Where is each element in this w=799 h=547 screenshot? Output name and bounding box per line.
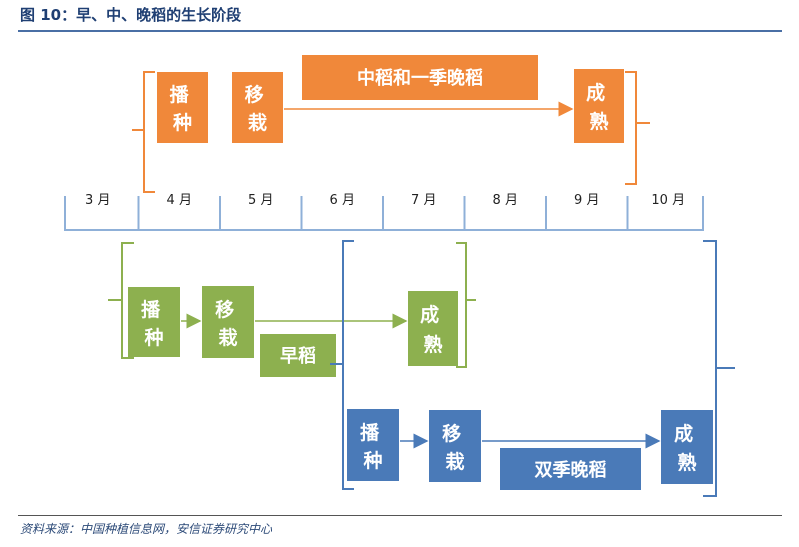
orange-mature-char-2: 熟	[589, 110, 608, 133]
green-group: 播 种 移 栽 早稻 成 熟	[108, 242, 476, 377]
blue-sow-char-1: 播	[360, 422, 380, 444]
orange-mature-box	[574, 69, 624, 143]
orange-right-bracket	[625, 71, 650, 185]
blue-group: 播 种 移 栽 双季晚稻 成 熟	[330, 240, 735, 497]
blue-transplant-text: 移 栽	[442, 422, 468, 473]
orange-label-box	[302, 55, 538, 100]
green-mature-text: 成 熟	[420, 303, 446, 356]
blue-transplant-char-1: 移	[442, 422, 461, 445]
orange-mature-char-1: 成	[586, 81, 605, 104]
month-label: 9 月	[574, 193, 599, 208]
orange-sow-box	[157, 72, 208, 143]
blue-right-bracket	[703, 240, 735, 497]
green-label-box	[260, 334, 336, 377]
green-left-bracket	[108, 242, 134, 359]
orange-transplant-text: 移 栽	[245, 83, 271, 134]
blue-left-bracket	[330, 240, 354, 490]
orange-mature-text: 成 熟	[586, 81, 612, 133]
green-mature-box	[408, 291, 458, 366]
figure-title: 图 10：早、中、晚稻的生长阶段	[20, 6, 242, 24]
green-sow-box	[128, 287, 180, 357]
blue-sow-text: 播 种	[360, 422, 386, 472]
blue-label-text: 双季晚稻	[535, 459, 607, 481]
title-rule	[18, 30, 782, 32]
orange-group: 播 种 移 栽 中稻和一季晚稻 成 熟	[132, 55, 650, 193]
green-sow-text: 播 种	[141, 299, 167, 349]
month-label: 10 月	[651, 193, 685, 208]
month-label: 6 月	[330, 193, 355, 208]
green-right-bracket	[456, 242, 476, 368]
month-label: 3 月	[85, 193, 110, 208]
blue-transplant-box	[429, 410, 481, 482]
orange-sow-text: 播 种	[170, 84, 196, 134]
month-label: 4 月	[167, 193, 192, 208]
orange-transplant-char-2: 栽	[248, 111, 267, 134]
blue-mature-box	[661, 410, 713, 484]
blue-sow-box	[347, 409, 399, 481]
orange-transplant-char-1: 移	[245, 83, 264, 106]
orange-left-bracket	[132, 71, 155, 193]
blue-mature-char-1: 成	[674, 422, 693, 445]
month-label: 8 月	[493, 193, 518, 208]
blue-label-box	[500, 448, 641, 490]
orange-sow-char-2: 种	[172, 112, 192, 134]
source-rule	[18, 515, 782, 516]
orange-label-text: 中稻和一季晚稻	[357, 67, 483, 89]
orange-sow-char-1: 播	[170, 84, 190, 106]
blue-mature-text: 成 熟	[674, 422, 700, 474]
month-timeline: 3 月 4 月 5 月 6 月 7 月 8 月 9 月 10 月	[64, 193, 704, 231]
blue-transplant-char-2: 栽	[445, 450, 464, 473]
green-sow-char-1: 播	[141, 299, 161, 321]
blue-mature-char-2: 熟	[677, 451, 696, 474]
orange-transplant-box	[232, 72, 283, 143]
green-sow-char-2: 种	[143, 327, 163, 349]
green-mature-char-2: 熟	[423, 333, 442, 356]
green-label-text: 早稻	[280, 345, 316, 367]
green-transplant-text: 移 栽	[215, 298, 241, 349]
month-label: 7 月	[411, 193, 436, 208]
green-transplant-box	[202, 286, 254, 358]
green-mature-char-1: 成	[420, 303, 439, 326]
green-transplant-char-1: 移	[215, 298, 234, 321]
month-label: 5 月	[248, 193, 273, 208]
blue-sow-char-2: 种	[362, 450, 382, 472]
green-transplant-char-2: 栽	[218, 326, 237, 349]
source-note: 资料来源：中国种植信息网，安信证券研究中心	[20, 522, 273, 536]
